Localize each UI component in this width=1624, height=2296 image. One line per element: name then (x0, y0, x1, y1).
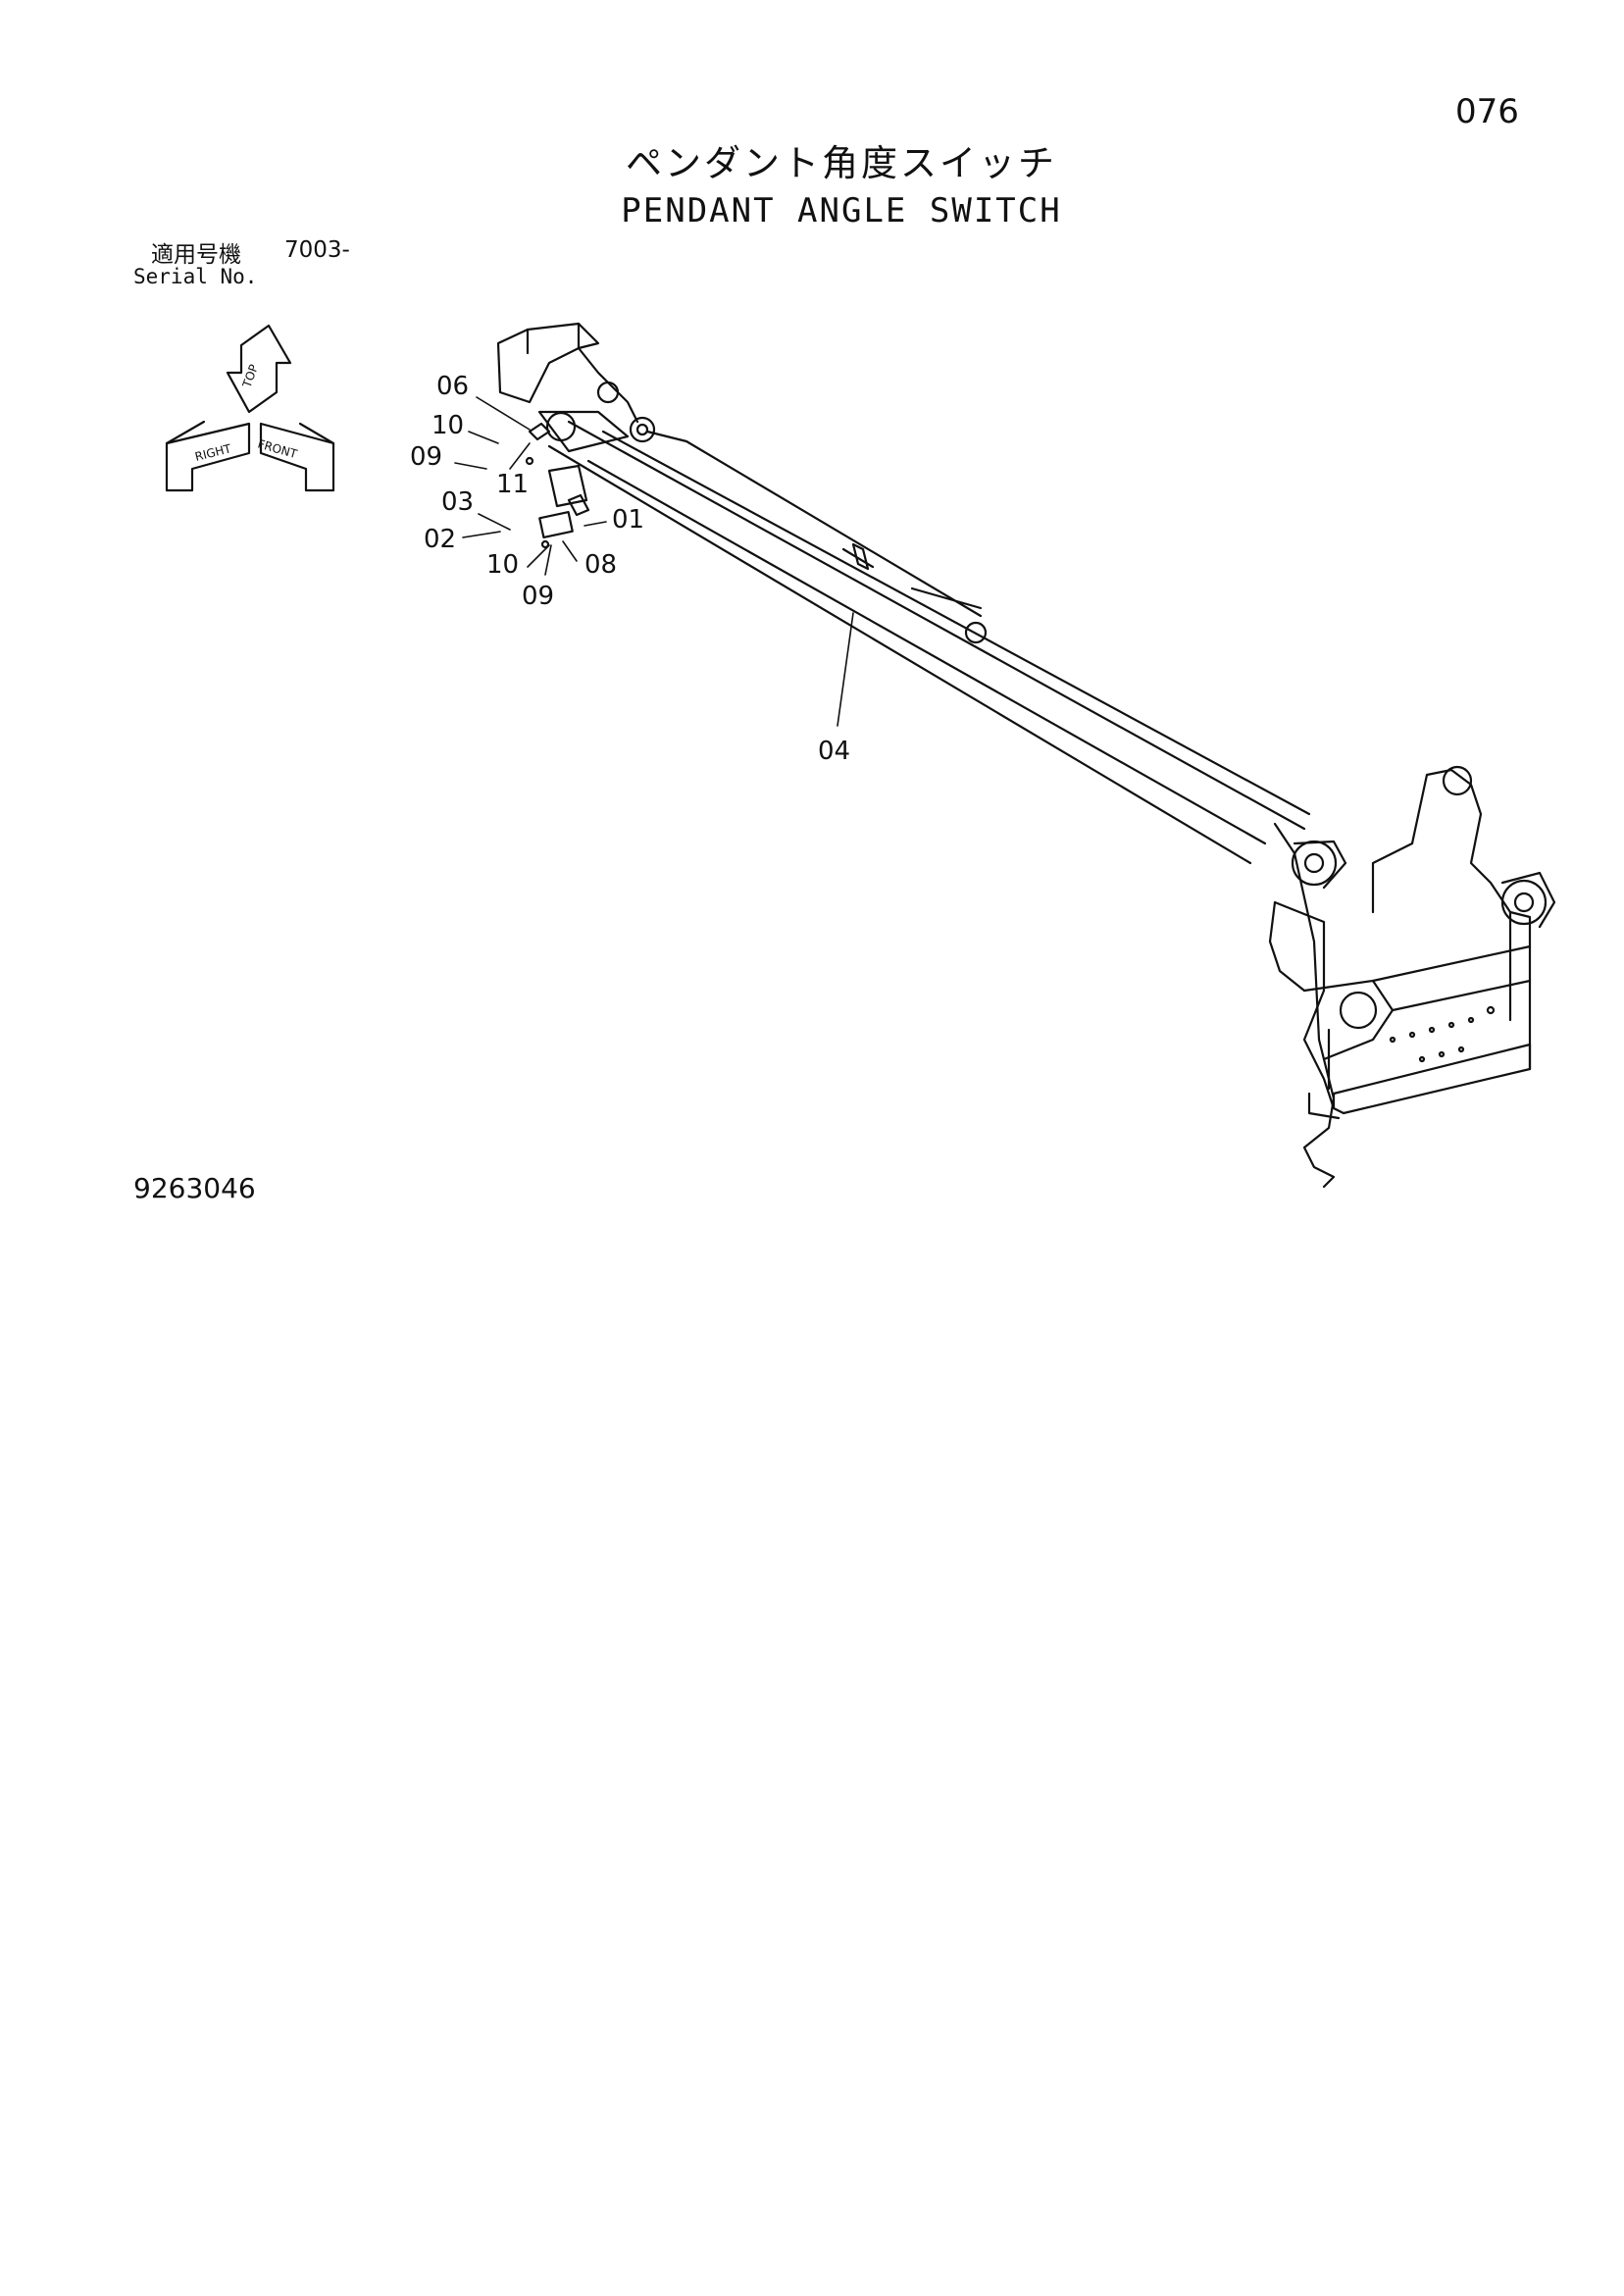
callout-09-lower: 09 (522, 582, 554, 611)
serial-label-english: Serial No. (133, 265, 258, 288)
callout-11: 11 (496, 470, 529, 499)
callout-10-lower: 10 (486, 550, 519, 580)
callout-06: 06 (436, 372, 469, 401)
callout-03: 03 (441, 487, 474, 517)
serial-label-japanese: 適用号機 (151, 242, 241, 268)
leader-lines (454, 396, 854, 727)
callout-04: 04 (818, 737, 850, 766)
orientation-front-label: FRONT (256, 436, 299, 461)
page-number: 076 (1455, 92, 1519, 131)
callout-09-upper: 09 (410, 442, 442, 472)
page-title-english: PENDANT ANGLE SWITCH (621, 191, 1062, 230)
callout-02: 02 (424, 525, 456, 554)
orientation-labels: TOP RIGHT FRONT (193, 363, 299, 464)
orientation-indicator (165, 324, 335, 492)
callout-labels: 06 10 09 11 03 01 02 10 08 09 04 (410, 372, 850, 766)
page-title-japanese: ペンダント角度スイッチ (626, 142, 1057, 184)
drawing-number: 9263046 (133, 1172, 256, 1204)
callout-08: 08 (584, 550, 617, 580)
serial-number-range: 7003- (284, 237, 350, 263)
callout-01: 01 (612, 505, 644, 535)
angle-switch-detail (525, 422, 590, 549)
boom-assembly (496, 322, 1556, 1189)
orientation-right-label: RIGHT (193, 441, 232, 464)
orientation-top-label: TOP (239, 363, 261, 390)
callout-10-upper: 10 (431, 411, 464, 440)
